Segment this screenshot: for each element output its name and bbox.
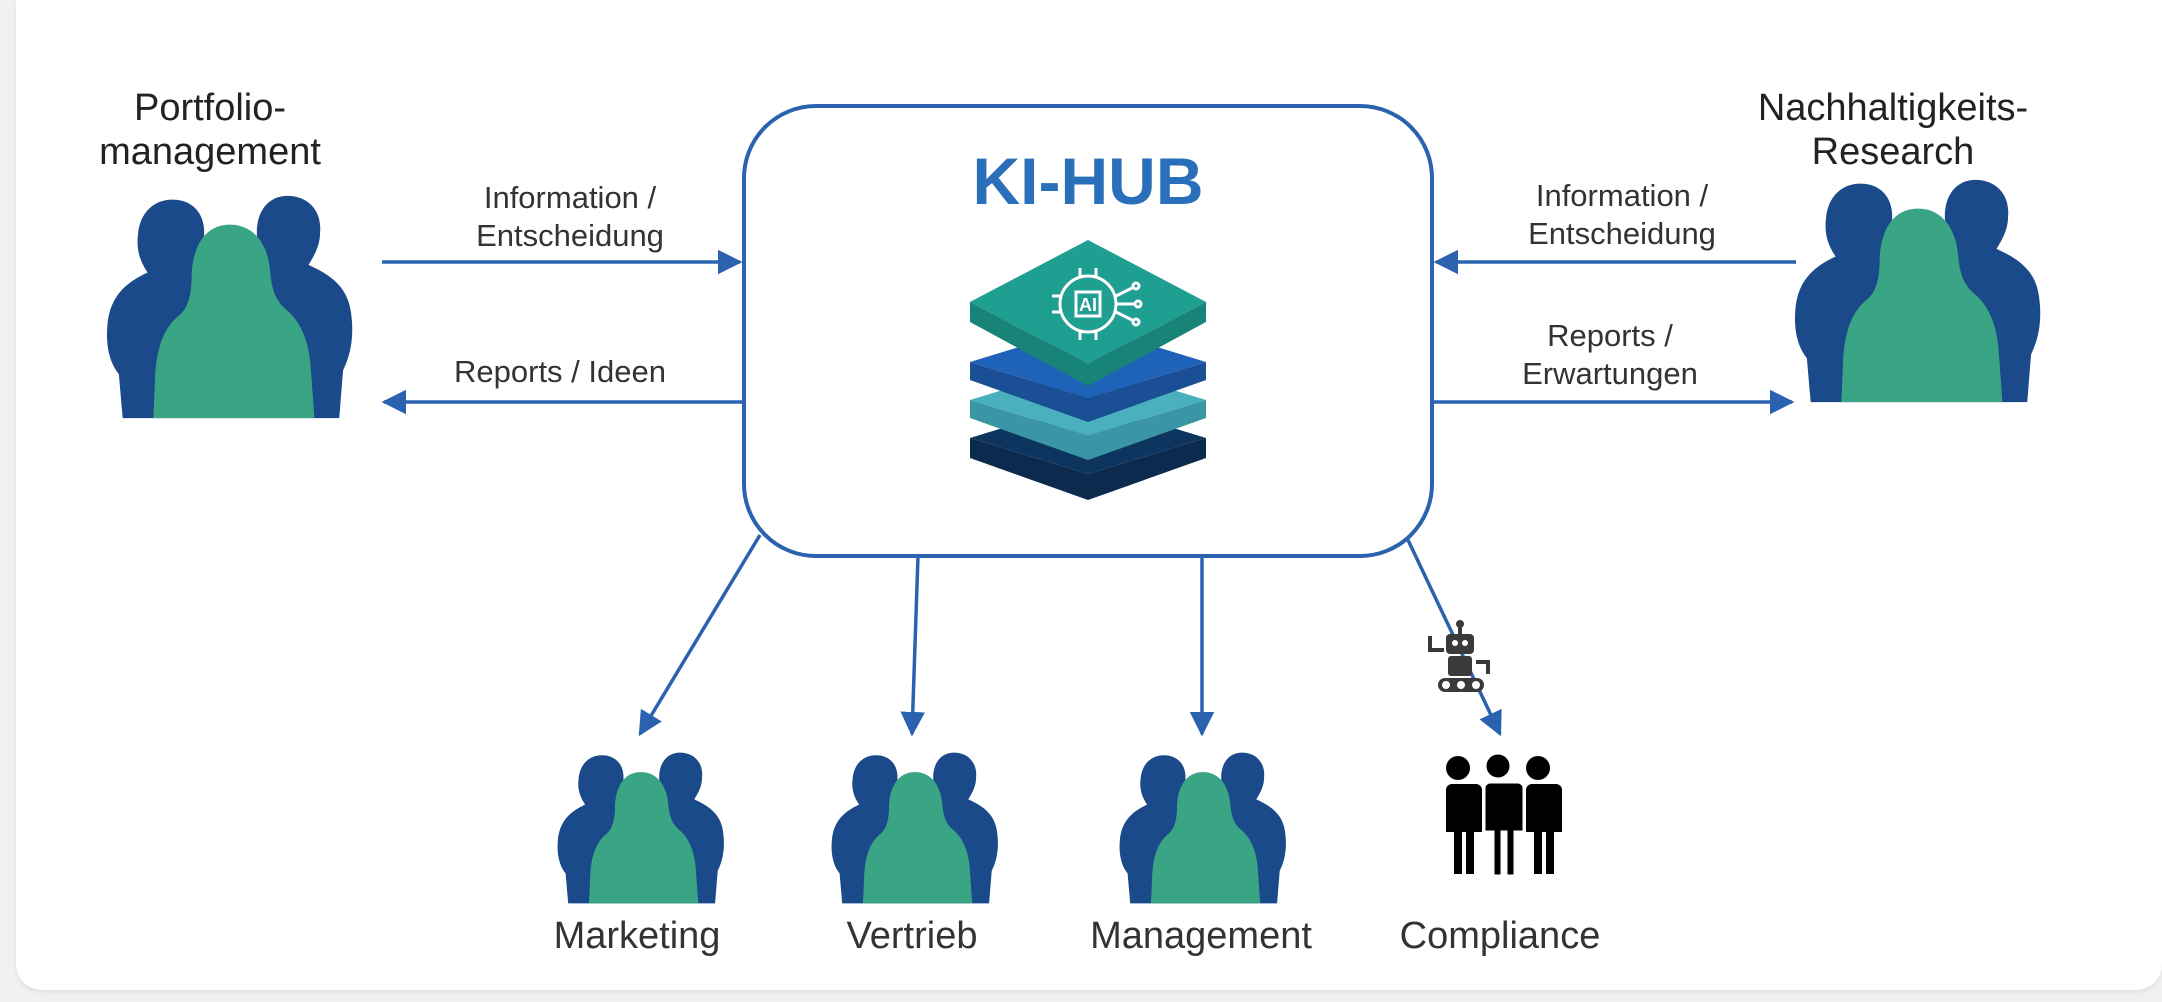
right-out-label-1: Reports / [1547, 318, 1673, 353]
left-group-label-2: management [99, 131, 321, 173]
left-in-label-2: Entscheidung [476, 218, 664, 253]
right-group-label-2: Research [1812, 131, 1975, 173]
group-label-compliance: Compliance [1400, 915, 1601, 957]
robot-icon [1428, 620, 1490, 692]
group-label-vertrieb: Vertrieb [847, 915, 978, 957]
people-group-icon [1794, 179, 2041, 403]
right-group-label-1: Nachhaltigkeits- [1758, 87, 2028, 129]
people-group-icon [106, 195, 353, 419]
ai-chip-gear-icon: AI [970, 240, 1206, 500]
hub-title: KI-HUB [973, 144, 1204, 218]
people-group-icon [557, 752, 724, 904]
left-out-label: Reports / Ideen [454, 354, 666, 389]
people-group-icon [831, 752, 998, 904]
svg-text:AI: AI [1079, 295, 1097, 315]
left-in-label-1: Information / [484, 180, 657, 215]
arrow-marketing [638, 534, 762, 737]
left-group-label-1: Portfolio- [134, 87, 286, 129]
people-group-icon [1119, 752, 1286, 904]
right-in-label-2: Entscheidung [1528, 216, 1716, 251]
right-out-label-2: Erwartungen [1522, 356, 1698, 391]
group-label-marketing: Marketing [554, 915, 721, 957]
right-in-label-1: Information / [1536, 178, 1709, 213]
group-label-management: Management [1090, 915, 1312, 957]
arrow-vertrieb [900, 555, 925, 737]
compliance-people-icon [1440, 751, 1562, 878]
